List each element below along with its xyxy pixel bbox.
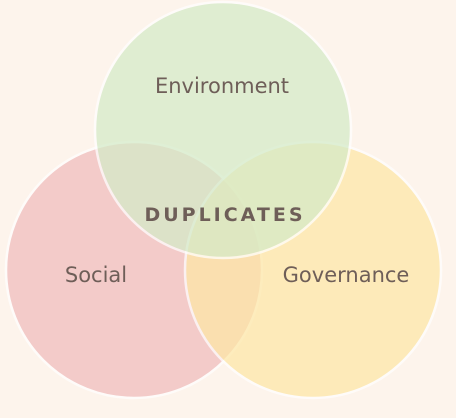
label-social: Social xyxy=(65,263,127,287)
label-center-overlap: DUPLICATES xyxy=(144,204,305,226)
circle-environment xyxy=(93,0,353,260)
label-environment: Environment xyxy=(155,74,289,98)
label-governance: Governance xyxy=(283,263,410,287)
